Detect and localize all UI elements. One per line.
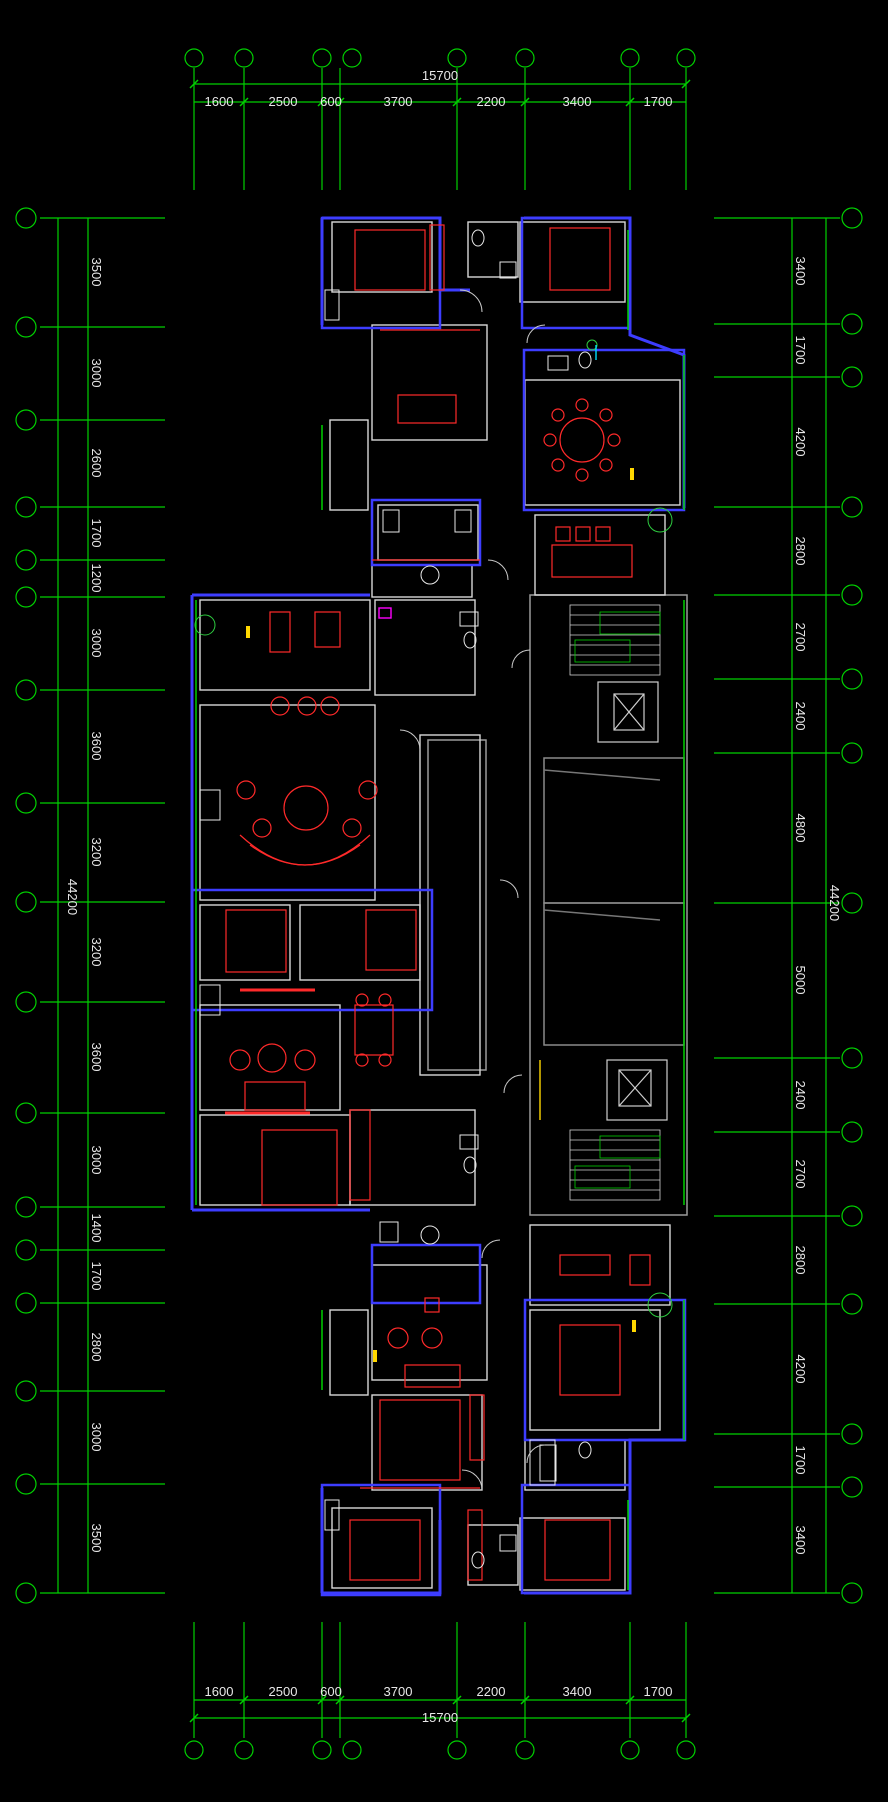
left-dim-8: 3200 <box>89 838 104 867</box>
top-dimension-text: 15700 1600 2500 600 3700 2200 3400 1700 <box>205 68 673 109</box>
top-total-dimension: 15700 <box>422 68 458 83</box>
right-dim-14: 3400 <box>793 1526 808 1555</box>
window-walls <box>190 216 687 1597</box>
right-dim-11: 2800 <box>793 1246 808 1275</box>
elevator-upper <box>597 681 659 743</box>
bottom-dim-1: 1600 <box>205 1684 234 1699</box>
left-dim-3: 2600 <box>89 449 104 478</box>
top-dim-3: 600 <box>320 94 342 109</box>
bottom-dim-3: 600 <box>320 1684 342 1699</box>
top-dim-2: 2500 <box>269 94 298 109</box>
bottom-dimension-text: 15700 1600 2500 600 3700 2200 3400 1700 <box>205 1684 673 1725</box>
left-dim-2: 3000 <box>89 359 104 388</box>
central-core <box>427 594 688 1216</box>
door-swings <box>399 289 546 1491</box>
stair-upper <box>569 604 661 676</box>
axis-bubbles <box>15 48 863 1760</box>
dimension-ticks <box>189 79 691 1723</box>
right-dim-4: 2800 <box>793 537 808 566</box>
plants <box>194 339 673 1318</box>
building-plan <box>190 216 688 1597</box>
top-dim-5: 2200 <box>477 94 506 109</box>
left-dim-5: 1200 <box>89 564 104 593</box>
right-dim-5: 2700 <box>793 623 808 652</box>
furniture <box>225 224 651 1581</box>
lamps <box>246 468 636 1362</box>
left-total-dimension: 44200 <box>65 879 80 915</box>
left-dim-12: 1400 <box>89 1214 104 1243</box>
right-dim-10: 2700 <box>793 1160 808 1189</box>
bottom-total-dimension: 15700 <box>422 1710 458 1725</box>
left-dim-7: 3600 <box>89 732 104 761</box>
right-dim-13: 1700 <box>793 1446 808 1475</box>
bottom-dim-6: 3400 <box>563 1684 592 1699</box>
interior-walls <box>199 221 681 1591</box>
right-dim-7: 4800 <box>793 814 808 843</box>
left-dim-4: 1700 <box>89 519 104 548</box>
top-dim-6: 3400 <box>563 94 592 109</box>
right-dim-8: 5000 <box>793 966 808 995</box>
left-dim-15: 3000 <box>89 1423 104 1452</box>
dimension-lines <box>57 83 827 1719</box>
top-axis-lines <box>193 68 687 1738</box>
left-dimension-text: 44200 3500 3000 2600 1700 1200 3000 3600… <box>65 258 104 1553</box>
right-dim-1: 3400 <box>793 257 808 286</box>
bottom-dim-2: 2500 <box>269 1684 298 1699</box>
fixtures <box>199 229 592 1569</box>
bottom-dim-7: 1700 <box>644 1684 673 1699</box>
left-dim-9: 3200 <box>89 938 104 967</box>
right-axis-lines <box>714 217 840 1594</box>
right-dim-6: 2400 <box>793 702 808 731</box>
glazing <box>195 230 685 1590</box>
left-dim-1: 3500 <box>89 258 104 287</box>
left-dim-10: 3600 <box>89 1043 104 1072</box>
highlights <box>378 345 597 1120</box>
right-dim-12: 4200 <box>793 1355 808 1384</box>
right-dimension-text: 44200 3400 1700 4200 2800 2700 2400 4800… <box>793 257 842 1555</box>
right-dim-3: 4200 <box>793 428 808 457</box>
top-dim-4: 3700 <box>384 94 413 109</box>
bottom-dim-5: 2200 <box>477 1684 506 1699</box>
top-dim-7: 1700 <box>644 94 673 109</box>
left-dim-16: 3500 <box>89 1524 104 1553</box>
left-dim-11: 3000 <box>89 1146 104 1175</box>
right-total-dimension: 44200 <box>827 885 842 921</box>
stair-lower <box>569 1129 661 1201</box>
bottom-dim-4: 3700 <box>384 1684 413 1699</box>
right-dim-9: 2400 <box>793 1081 808 1110</box>
left-axis-lines <box>40 217 165 1594</box>
left-dim-13: 1700 <box>89 1262 104 1291</box>
left-dim-14: 2800 <box>89 1333 104 1362</box>
top-dim-1: 1600 <box>205 94 234 109</box>
elevator-lower <box>606 1059 668 1121</box>
right-dim-2: 1700 <box>793 336 808 365</box>
left-dim-6: 3000 <box>89 629 104 658</box>
